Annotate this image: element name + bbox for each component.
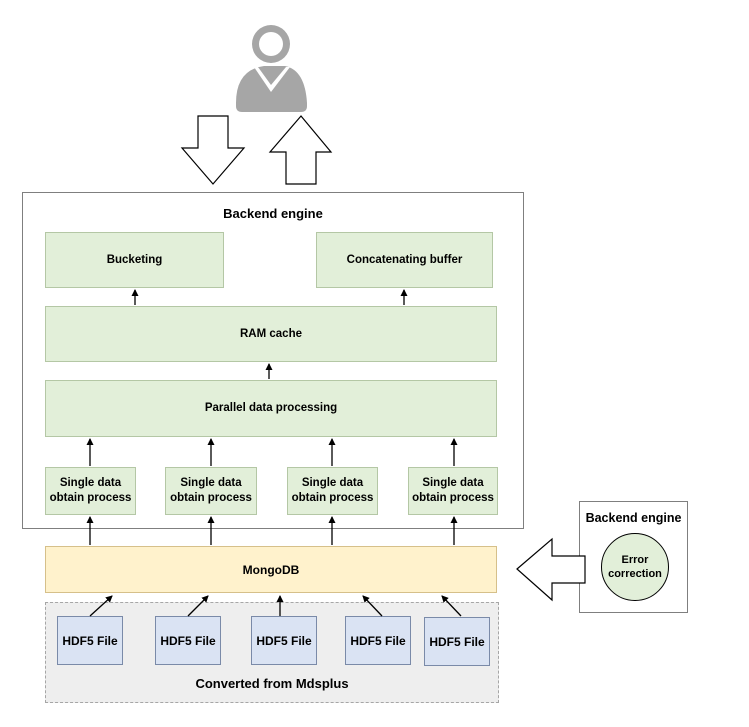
bucketing-box: Bucketing [45, 232, 224, 288]
side-backend-engine-title: Backend engine [585, 511, 682, 525]
parallel-processing-box: Parallel data processing [45, 380, 497, 437]
concatenating-buffer-box: Concatenating buffer [316, 232, 493, 288]
single-process-box: Single data obtain process [408, 467, 498, 515]
single-process-box: Single data obtain process [287, 467, 378, 515]
single-process-box: Single data obtain process [165, 467, 257, 515]
single-process-box: Single data obtain process [45, 467, 136, 515]
backend-engine-title: Backend engine [223, 206, 323, 221]
hdf5-file-box: HDF5 File [345, 616, 411, 665]
hdf5-file-box: HDF5 File [424, 617, 490, 666]
hdf5-file-box: HDF5 File [57, 616, 123, 665]
error-correction-node: Error correction [601, 533, 669, 601]
hdf5-file-box: HDF5 File [155, 616, 221, 665]
hdf5-file-box: HDF5 File [251, 616, 317, 665]
ram-cache-box: RAM cache [45, 306, 497, 362]
error-correction-label: Error correction [608, 554, 662, 580]
source-caption: Converted from Mdsplus [195, 676, 349, 691]
mongodb-box: MongoDB [45, 546, 497, 593]
